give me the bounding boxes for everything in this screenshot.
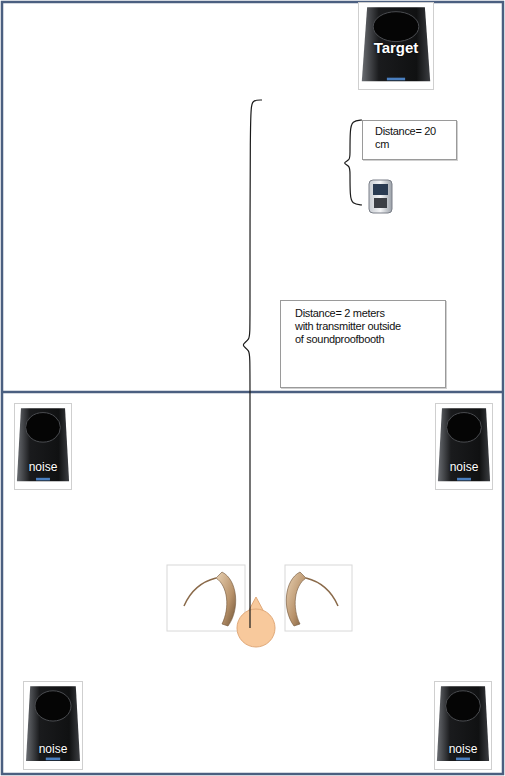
speaker-label: noise: [23, 742, 83, 756]
distance-text: Distance= 20 cm: [375, 125, 436, 151]
speaker-horn: [446, 691, 481, 721]
hearing-aid: [286, 572, 306, 626]
hearing-aid-left: [167, 565, 245, 631]
image-frame: [167, 565, 245, 631]
image-frame: [285, 565, 352, 631]
speaker-label: noise: [14, 460, 72, 474]
speaker-shape: [14, 403, 72, 490]
speaker-horn: [35, 691, 71, 721]
distance-text: Distance= 2 meters with transmitter outs…: [295, 307, 405, 346]
loudspeaker: noise: [23, 681, 83, 770]
speaker-horn: [447, 413, 482, 443]
hearing-aid-right: [285, 565, 352, 631]
speaker-badge: [46, 758, 60, 761]
distance-note: Distance= 2 meters with transmitter outs…: [280, 300, 446, 388]
speaker-shape: [434, 681, 492, 770]
distance-bracket: [345, 120, 362, 205]
image-frame: [359, 3, 434, 90]
speaker-shape: [23, 681, 83, 770]
transmitter-keys: [374, 198, 387, 208]
loudspeaker: noise: [434, 681, 492, 770]
loudspeaker: noise: [14, 403, 72, 490]
image-frame: [436, 404, 493, 490]
speaker-shape: [435, 403, 493, 490]
speaker-badge: [387, 78, 405, 81]
loudspeaker: noise: [435, 403, 493, 490]
hearing-aid: [216, 572, 236, 626]
speaker-label: noise: [434, 742, 492, 756]
loudspeaker: Target: [358, 2, 434, 90]
listener-head: [237, 609, 275, 647]
image-frame: [24, 682, 83, 770]
speaker-label: noise: [435, 460, 493, 474]
speaker-badge: [456, 758, 470, 761]
image-frame: [435, 682, 492, 770]
transmitter-device: [369, 180, 392, 213]
image-frame: [15, 404, 72, 490]
transmitter-screen: [373, 184, 388, 195]
booth-wall: [2, 391, 503, 394]
transmitter-body: [369, 180, 392, 213]
speaker-horn: [373, 12, 419, 42]
speaker-badge: [457, 478, 471, 481]
speaker-horn: [26, 413, 61, 443]
distance-note: Distance= 20 cm: [362, 120, 457, 160]
hearing-aid-tube: [184, 578, 216, 606]
distance-bracket: [243, 100, 262, 628]
speaker-badge: [36, 478, 50, 481]
speaker-label: Target: [358, 39, 434, 56]
hearing-aid-tube: [306, 578, 338, 606]
